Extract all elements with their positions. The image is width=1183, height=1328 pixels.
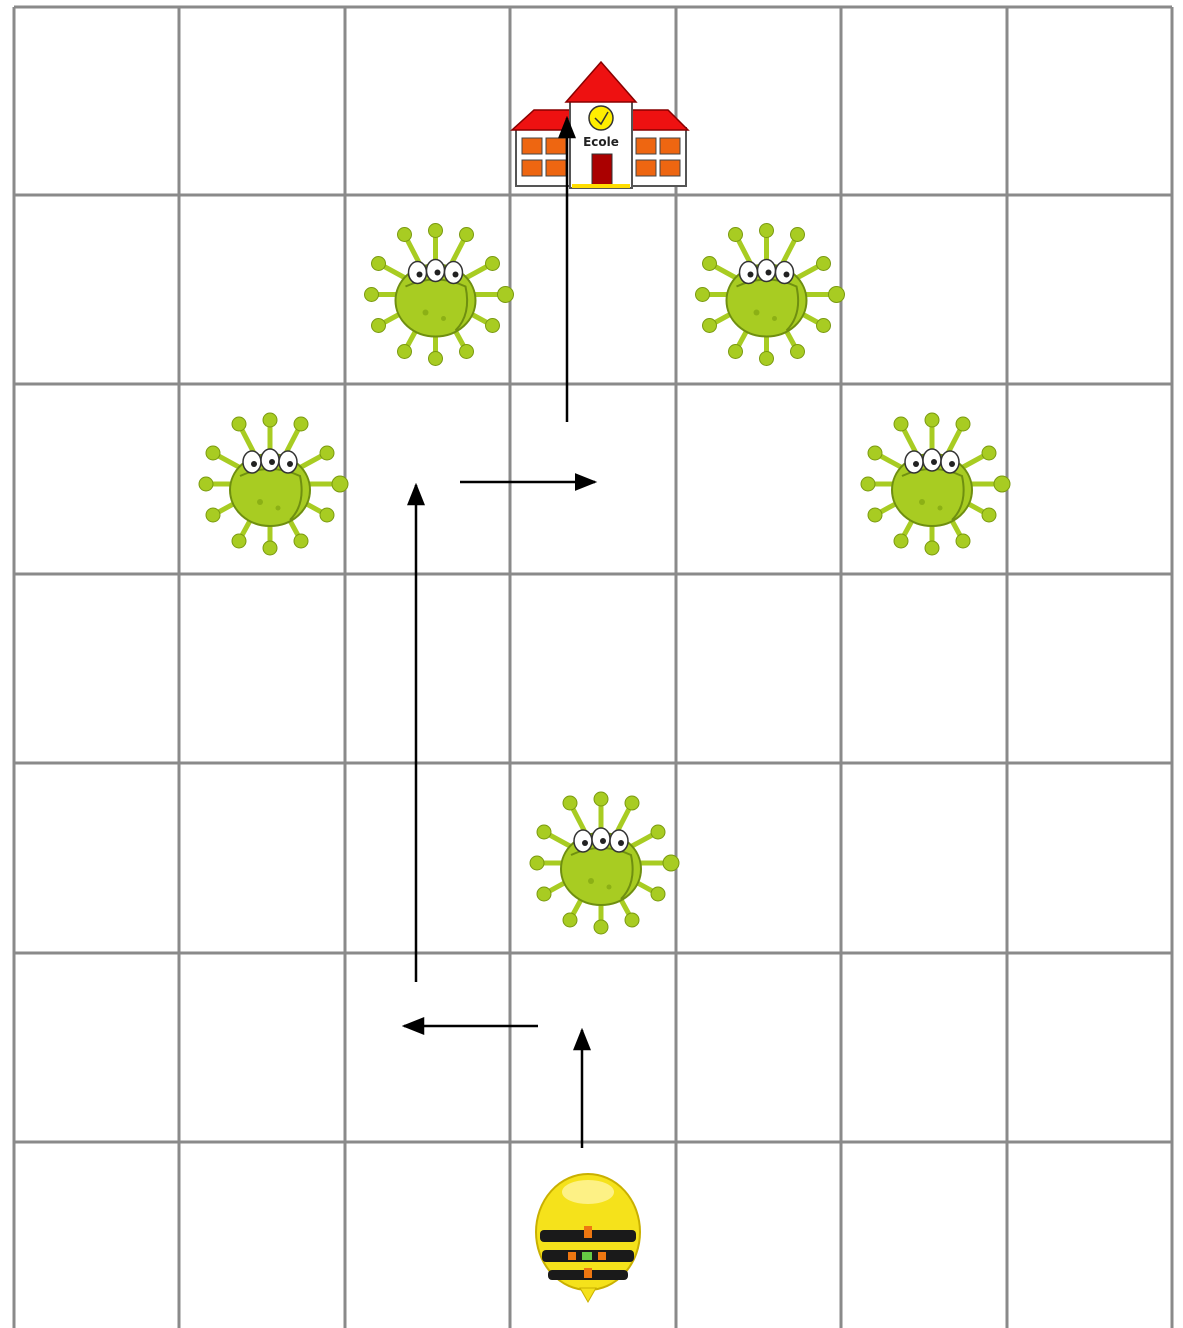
virus-icon [696,224,845,366]
grid-lines [14,7,1172,1328]
virus-icon [530,792,679,934]
virus-layer [199,224,1010,935]
virus-icon [861,413,1010,555]
virus-icon [199,413,348,555]
virus-icon [365,224,514,366]
school-sign: Ecole [583,135,619,149]
bee-bot-icon [536,1174,640,1302]
school-door [592,154,612,186]
school-roof [566,62,636,102]
clock-icon [589,106,613,130]
school-goal: Ecole [512,62,688,188]
